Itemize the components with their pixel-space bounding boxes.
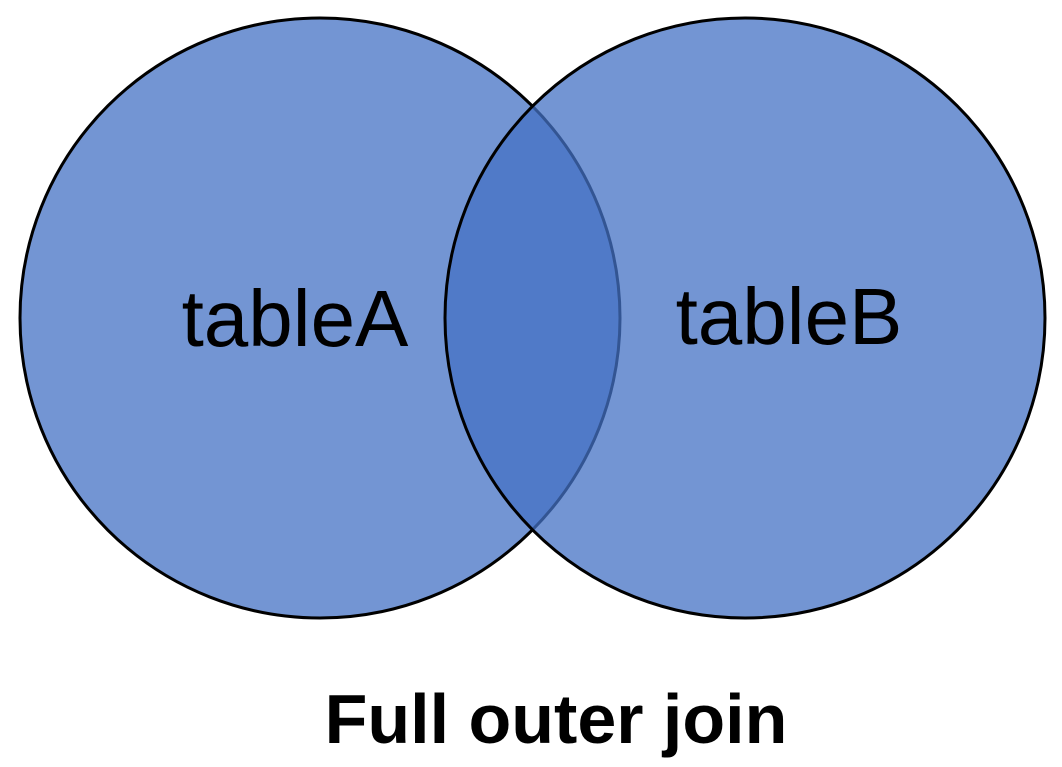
label-tableB: tableB — [676, 272, 903, 361]
label-tableA: tableA — [182, 274, 409, 363]
venn-circle-tableB — [443, 16, 1047, 620]
diagram-title: Full outer join — [325, 680, 788, 758]
